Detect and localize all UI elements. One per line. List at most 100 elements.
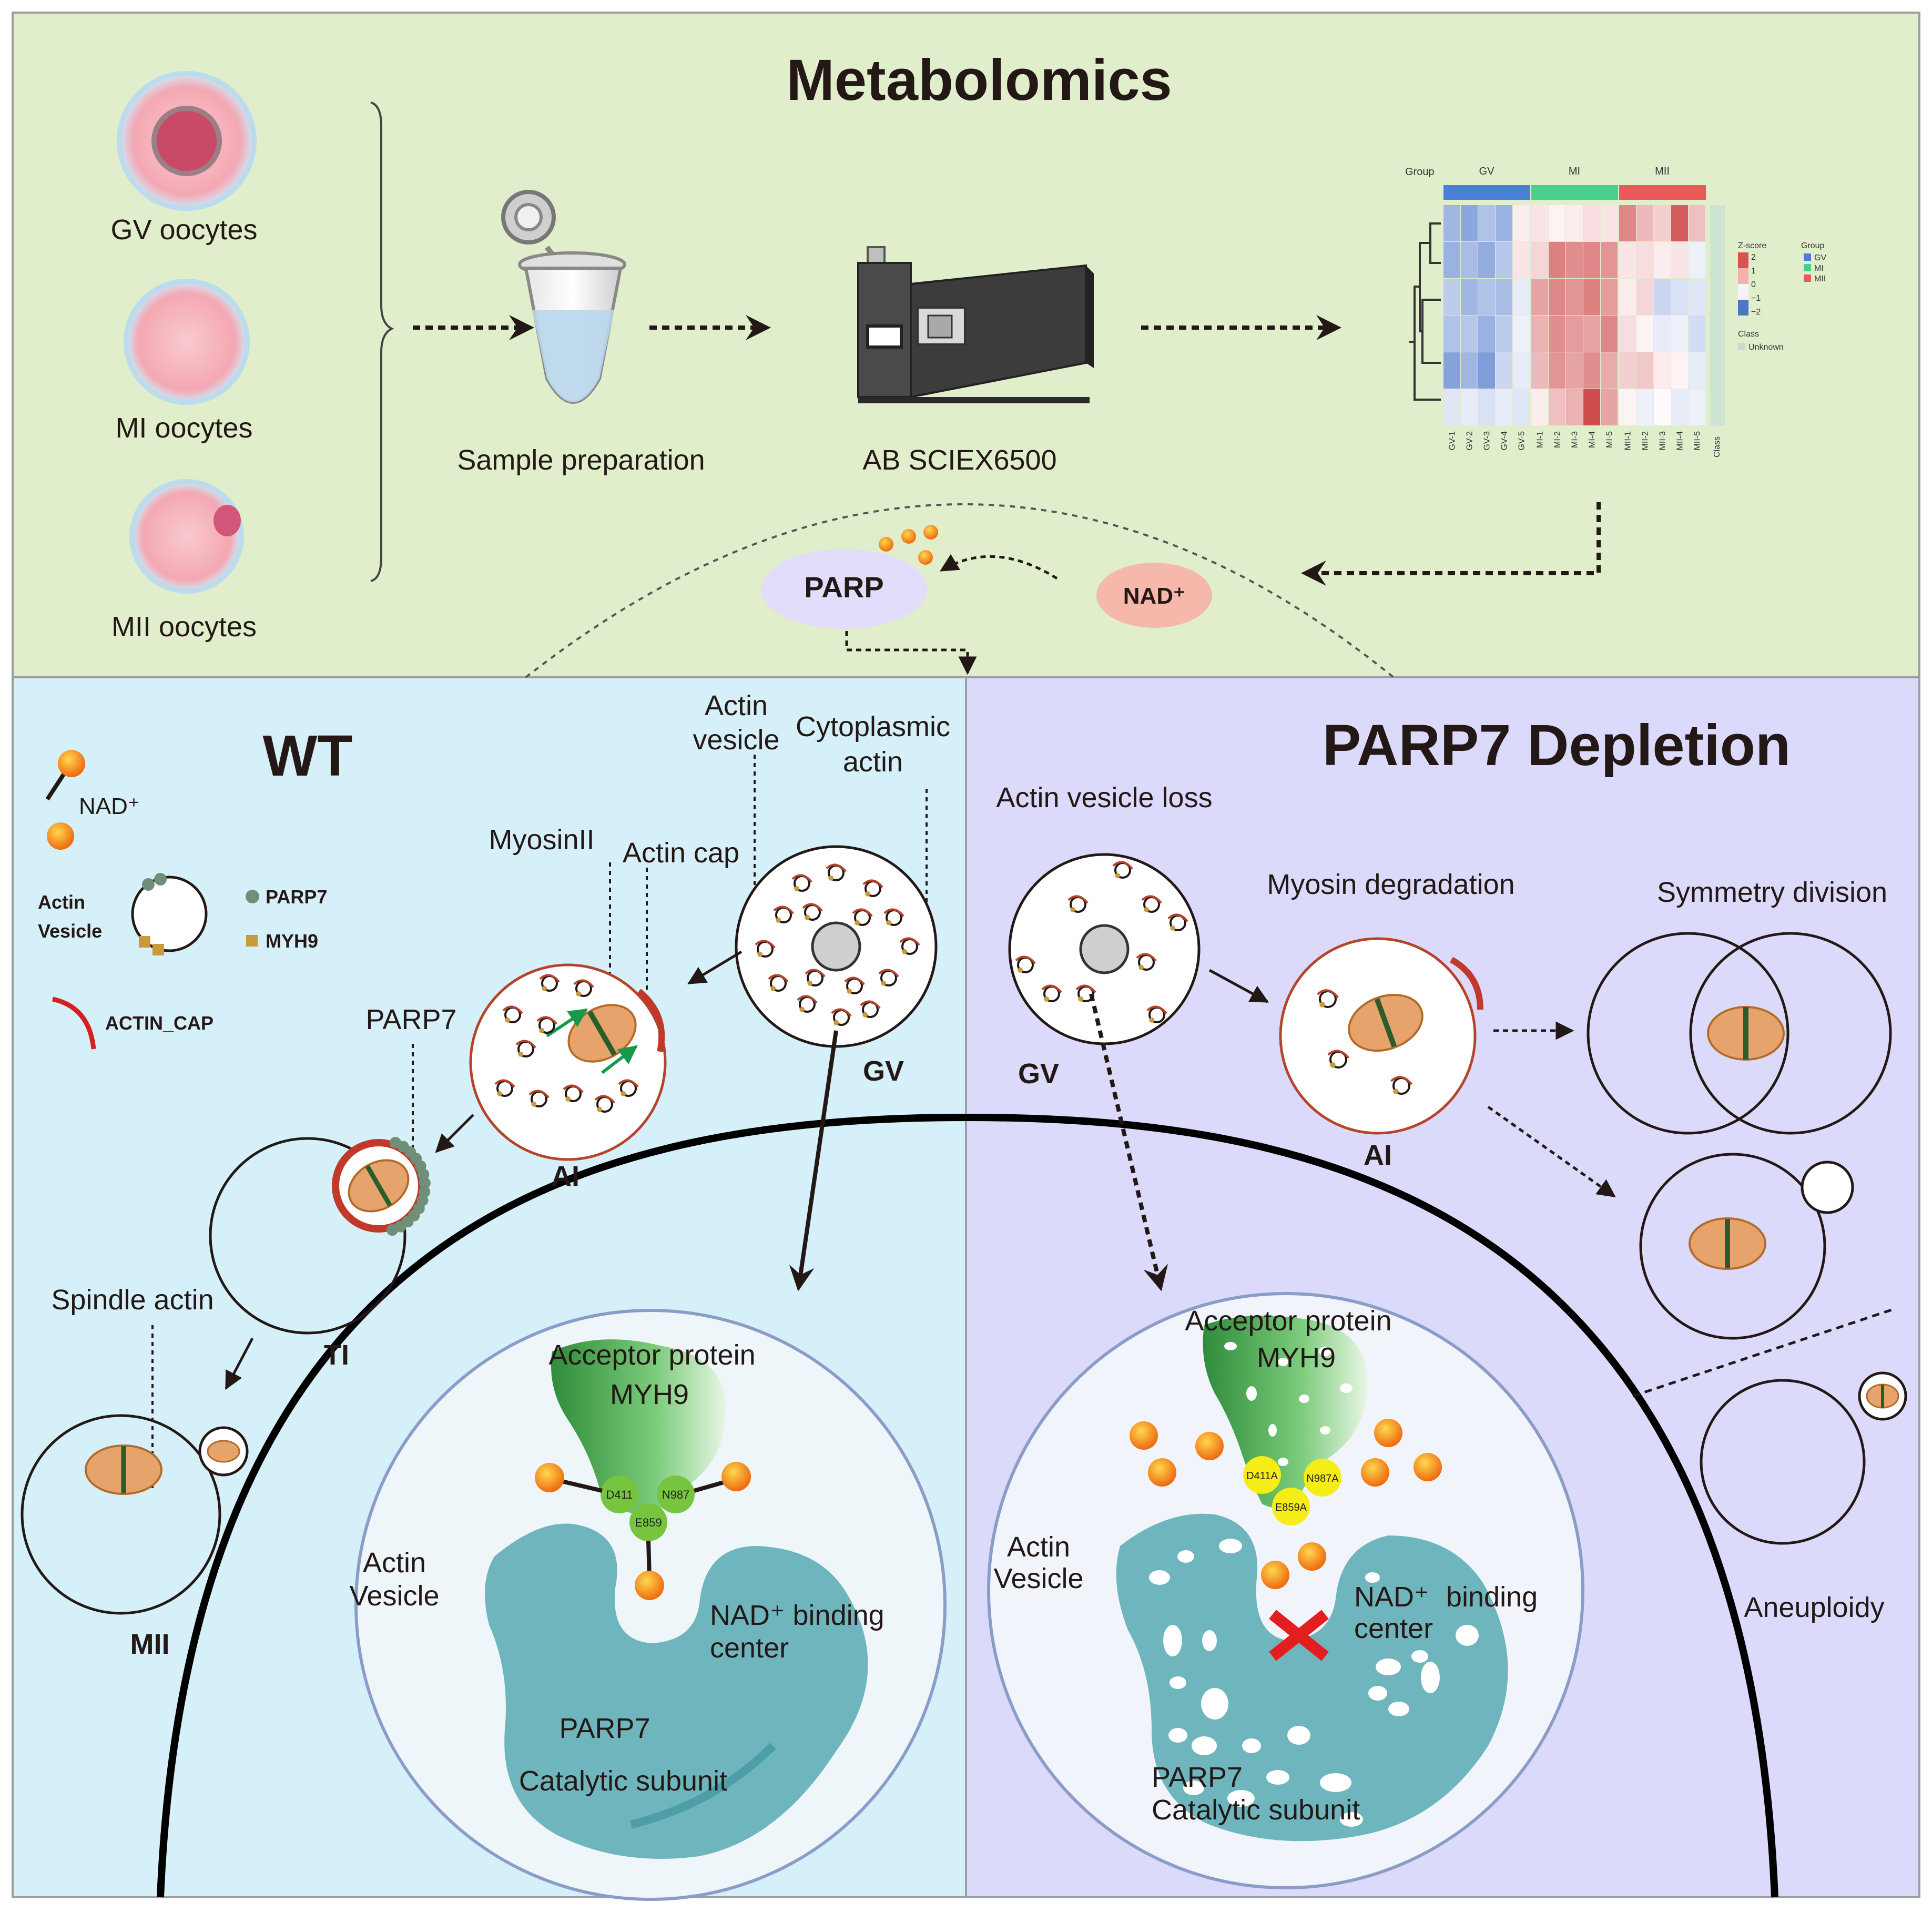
aneuploidy-cell (1700, 1371, 1907, 1545)
dep-site-e859a: E859A (1275, 1502, 1307, 1513)
protein-gap (1242, 1738, 1261, 1753)
actin-vesicle-icon (1167, 913, 1188, 931)
heatmap-cell (1461, 389, 1478, 425)
heatmap-cell (1513, 279, 1530, 315)
actin-vesicle-icon (563, 1084, 584, 1102)
nad-dot (1414, 1453, 1442, 1481)
actin-vesicle-icon (1067, 895, 1089, 913)
protein-gap (1368, 1686, 1387, 1701)
arrow-gv-to-zoom-wt (789, 1030, 838, 1291)
label-actin-cap: Actin cap (623, 837, 739, 869)
heatmap-cell (1689, 205, 1705, 241)
heatmap-group-bar-mi (1531, 185, 1618, 200)
dep-zoom-vesicle-label-1: Actin (1007, 1531, 1070, 1563)
heatmap-cell (1619, 205, 1636, 241)
arrow-dep-gv-to-ai (1208, 969, 1269, 1003)
gv-oocytes-label: GV oocytes (110, 214, 257, 246)
legend-nad-icon (45, 750, 85, 850)
instrument-label: AB SCIEX6500 (862, 444, 1056, 476)
wt-mii-cell (21, 1414, 249, 1615)
actin-vesicle-icon (768, 974, 789, 992)
heatmap-cell (1531, 242, 1548, 278)
heatmap-cell (1496, 389, 1512, 425)
actin-vesicle-icon (805, 969, 826, 986)
actin-vesicle-icon (1390, 1076, 1413, 1095)
mi-oocyte (124, 279, 250, 405)
actin-vesicle-icon (1112, 861, 1133, 879)
protein-gap (1319, 1347, 1331, 1356)
label-cytoplasmic-1: Cytoplasmic (796, 711, 950, 742)
protein-gap (1299, 1395, 1309, 1403)
parp-oval (761, 549, 927, 629)
protein-gap (1376, 1659, 1401, 1675)
heatmap-legend-scale-3: −1 (1751, 294, 1761, 303)
actin-vesicle-icon (1146, 1005, 1167, 1023)
actin-vesicle-icon (844, 976, 865, 994)
sample-tube-icon (501, 190, 626, 404)
heatmap-cell (1443, 316, 1460, 352)
heatmap-cell (1443, 389, 1460, 425)
heatmap-cell (1654, 316, 1671, 352)
protein-gap (1170, 1676, 1186, 1689)
label-actin-vesicle-1: Actin (705, 690, 768, 721)
heatmap-cell (1671, 205, 1688, 241)
heatmap-cell (1583, 279, 1600, 315)
heatmap-cell (1689, 316, 1705, 352)
actin-vesicle-icon (573, 979, 594, 997)
protein-gap (1411, 1650, 1428, 1663)
legend-vesicle-icon (131, 873, 208, 955)
protein-gap (1149, 1570, 1170, 1585)
protein-gap (1201, 1688, 1228, 1719)
protein-gap (1246, 1386, 1257, 1401)
heatmap-col-label: GV-4 (1500, 431, 1509, 451)
heatmap-legend-group-title: Group (1801, 241, 1825, 250)
heatmap-col-label: GV-2 (1466, 431, 1475, 451)
heatmap-cell (1583, 242, 1600, 278)
protein-gap (1266, 1770, 1289, 1785)
nad-dot (1298, 1542, 1326, 1571)
heatmap-cell (1619, 242, 1636, 278)
wt-stage-mii: MII (130, 1629, 170, 1660)
heatmap-cell (1513, 205, 1530, 241)
heatmap-col-label: GV-5 (1518, 431, 1527, 451)
dep-zoom-catalytic-2: Catalytic subunit (1152, 1794, 1360, 1826)
heatmap-cell (1496, 205, 1512, 241)
heatmap-cell (1549, 352, 1565, 389)
heatmap-cell (1654, 279, 1671, 315)
dep-zoom-acceptor-label: Acceptor protein (1185, 1305, 1391, 1337)
heatmap-cell (1496, 279, 1512, 315)
heatmap-cell (1513, 242, 1530, 278)
wt-site-d411: D411 (606, 1488, 633, 1501)
arrow-to-normal-mii (1487, 1105, 1616, 1198)
heatmap-col-label: MII-4 (1676, 431, 1685, 451)
heatmap-cell (1513, 389, 1530, 425)
protein-gap (1192, 1736, 1217, 1755)
wt-zoom-nad-binding-2: center (710, 1632, 789, 1664)
protein-gap (1287, 1726, 1310, 1745)
heatmap-cell (1496, 242, 1512, 278)
heatmap-col-label: MI-5 (1605, 431, 1614, 448)
heatmap-cell (1443, 279, 1460, 315)
legend-parp7-label: PARP7 (266, 886, 327, 908)
actin-vesicle-icon (1327, 1050, 1350, 1069)
wt-gv-cell (735, 845, 938, 1048)
dep-zoom-nad-1: NAD⁺ (1354, 1581, 1429, 1613)
heatmap-col-label: MI-2 (1553, 431, 1562, 448)
heatmap-cell (1531, 316, 1548, 352)
wt-ai-cell (469, 963, 667, 1161)
actin-vesicle-icon (860, 1000, 881, 1018)
arrow-ti-to-mii (225, 1337, 254, 1390)
arrow-ai-to-ti (435, 1114, 474, 1153)
heatmap-legend-zscore-title: Z-score (1738, 241, 1766, 250)
label-cytoplasmic-2: actin (843, 746, 903, 778)
heatmap-cell (1636, 389, 1653, 425)
heatmap-cell (1549, 279, 1565, 315)
label-aneuploidy: Aneuploidy (1744, 1592, 1884, 1623)
heatmap-col-label: GV-3 (1483, 431, 1492, 451)
actin-vesicle-icon (802, 903, 823, 921)
dep-site-d411a: D411A (1246, 1470, 1278, 1482)
legend-vesicle-label-1: Actin (38, 891, 85, 913)
actin-vesicle-icon (755, 940, 776, 958)
heatmap-col-label: MII-5 (1693, 431, 1702, 451)
